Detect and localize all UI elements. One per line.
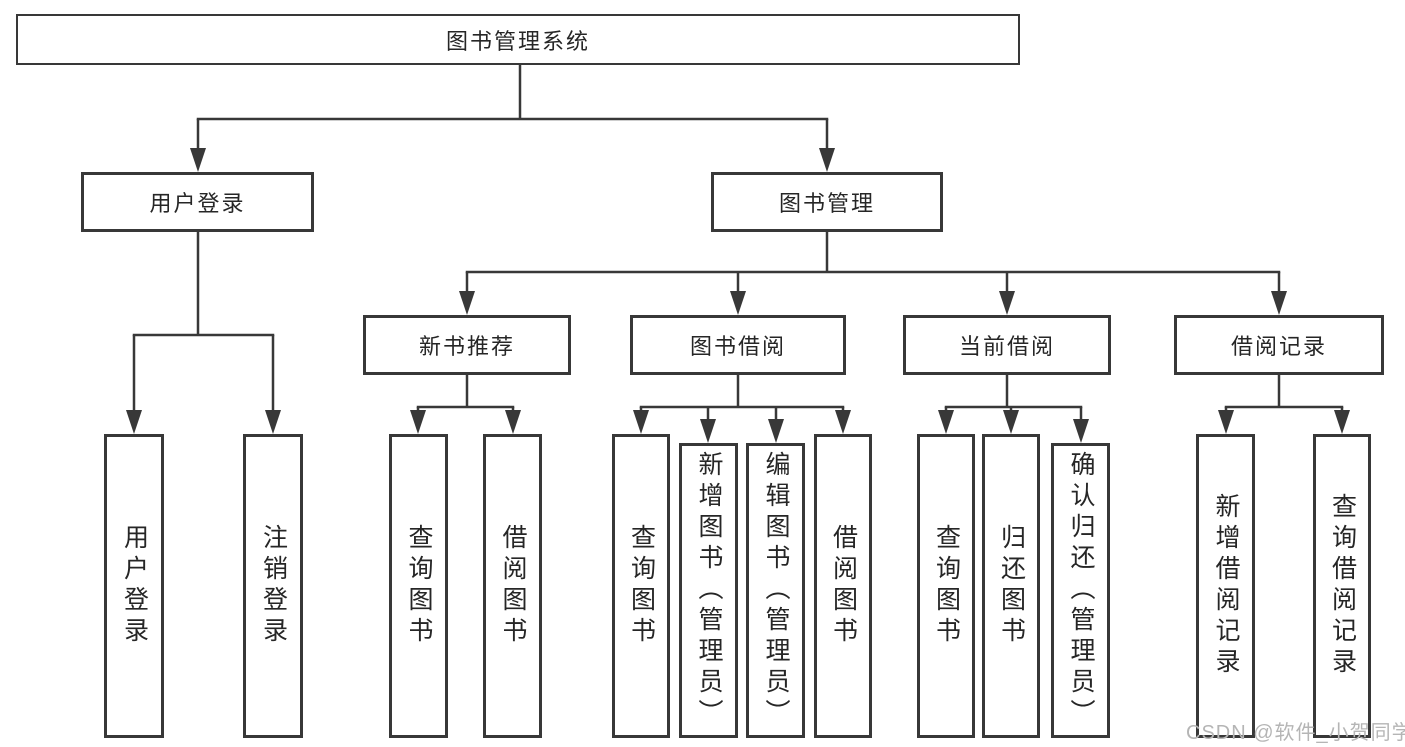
node-leaf-logout: 注销登录 [243,434,303,738]
node-leaf-user-login: 用户登录 [104,434,164,738]
node-leaf-add-borrow-record: 新增借阅记录 [1196,434,1255,738]
node-label: 用户登录 [120,524,149,648]
node-borrow-records: 借阅记录 [1174,315,1384,375]
node-label: 查询借阅记录 [1328,493,1357,679]
node-label: 用户登录 [149,191,246,216]
node-leaf-query-books-1: 查询图书 [389,434,448,738]
node-label: 借阅记录 [1230,334,1327,359]
node-leaf-query-books-3: 查询图书 [917,434,975,738]
node-label: 确认归还（管理员） [1067,451,1095,730]
node-label: 图书借阅 [689,334,786,359]
node-label: 查询图书 [405,524,433,648]
node-label: 新增图书（管理员） [695,451,723,730]
node-leaf-query-borrow-record: 查询借阅记录 [1313,434,1371,738]
node-leaf-confirm-return-admin: 确认归还（管理员） [1051,443,1110,738]
node-current-borrow: 当前借阅 [903,315,1111,375]
node-leaf-borrow-books-2: 借阅图书 [814,434,872,738]
node-leaf-edit-books-admin: 编辑图书（管理员） [746,443,805,738]
node-label: 新书推荐 [418,334,515,359]
node-label: 查询图书 [932,524,961,648]
node-book-borrow: 图书借阅 [630,315,846,375]
node-user-login: 用户登录 [81,172,314,232]
node-label: 当前借阅 [958,334,1055,359]
node-leaf-return-books: 归还图书 [982,434,1040,738]
node-library-system: 图书管理系统 [16,14,1020,65]
node-leaf-query-books-2: 查询图书 [612,434,670,738]
node-label: 新增借阅记录 [1212,493,1240,679]
node-label: 归还图书 [997,524,1026,648]
node-label: 借阅图书 [829,524,858,648]
node-new-book-recommend: 新书推荐 [363,315,571,375]
node-label: 图书管理系统 [445,28,590,54]
node-label: 注销登录 [259,524,288,648]
node-label: 借阅图书 [499,524,527,648]
node-label: 编辑图书（管理员） [762,451,790,730]
node-label: 图书管理 [778,191,875,216]
node-leaf-borrow-books-1: 借阅图书 [483,434,542,738]
node-label: 查询图书 [627,524,656,648]
node-book-management: 图书管理 [711,172,943,232]
csdn-watermark: CSDN @软件_小贺同学 [1186,722,1405,744]
node-leaf-add-books-admin: 新增图书（管理员） [679,443,738,738]
